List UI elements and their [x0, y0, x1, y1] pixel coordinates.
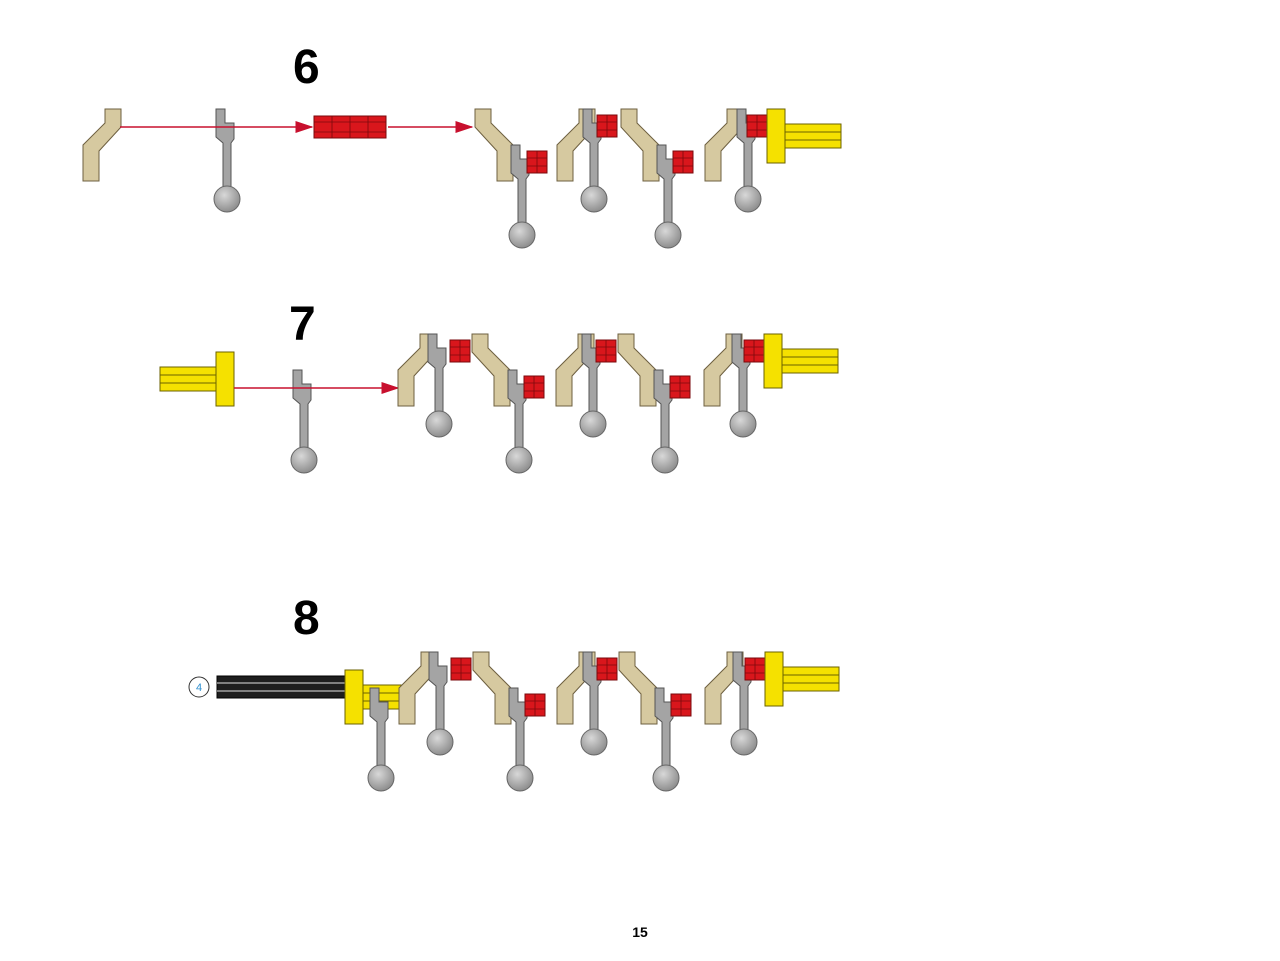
axle-length-callout: 4	[188, 676, 210, 698]
axle-length-label: 4	[196, 682, 202, 694]
gray-rod-part	[213, 108, 241, 213]
left-yellow-bush	[344, 669, 402, 725]
step-8-crankshaft	[399, 652, 839, 791]
step-7-assembly	[159, 334, 838, 474]
step-6-number: 6	[293, 41, 320, 94]
yellow-bush-part	[159, 351, 235, 407]
tan-beam-part	[82, 108, 122, 182]
step-6-assembly	[82, 108, 842, 249]
step-7-number: 7	[289, 298, 316, 351]
step-7-crankshaft	[398, 334, 838, 473]
page-number: 15	[632, 924, 648, 940]
step-6-crankshaft	[474, 108, 842, 249]
step-8-number: 8	[293, 592, 320, 645]
red-connector-part	[313, 115, 387, 139]
gray-rod-part-2	[290, 369, 318, 474]
black-axle-part	[216, 675, 348, 699]
step-8-assembly: 4	[188, 652, 839, 792]
